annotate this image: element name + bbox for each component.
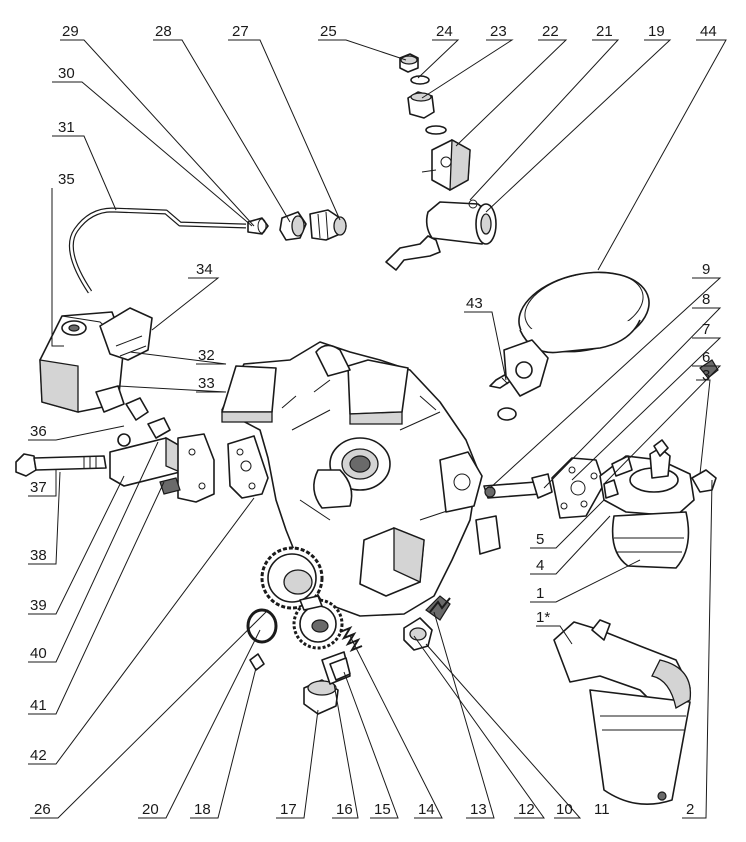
callout-9: 9 [702, 261, 710, 278]
callout-15: 15 [374, 801, 391, 818]
part-18-pin [249, 653, 265, 671]
callout-19: 19 [648, 23, 665, 40]
callout-35: 35 [58, 171, 75, 188]
callout-33: 33 [198, 375, 215, 392]
callout-7: 7 [702, 321, 710, 338]
callout-27: 27 [232, 23, 249, 40]
callout-43: 43 [466, 295, 483, 312]
part-42-gasket-plate [159, 433, 215, 503]
callout-40: 40 [30, 645, 47, 662]
part-19-solenoid [385, 199, 497, 271]
part-gear-small [292, 595, 344, 650]
callout-3: 3 [702, 367, 710, 384]
callout-26: 26 [34, 801, 51, 818]
callout-42: 42 [30, 747, 47, 764]
callout-36: 36 [30, 423, 47, 440]
part-20-snap-ring [246, 608, 278, 644]
part-26-gear-large [260, 546, 324, 610]
callout-22: 22 [542, 23, 559, 40]
callout-13: 13 [470, 801, 487, 818]
callout-30: 30 [58, 65, 75, 82]
main-housing [221, 341, 501, 617]
callout-1: 1 [536, 585, 544, 602]
callout-28: 28 [155, 23, 172, 40]
callout-25: 25 [320, 23, 337, 40]
callout-21: 21 [596, 23, 613, 40]
part-37-long-bolt [15, 453, 107, 477]
part-1-star-pump-alt [553, 619, 692, 806]
part-29-nut [247, 217, 269, 235]
callout-24: 24 [436, 23, 453, 40]
part-35-valve-assembly [39, 307, 153, 413]
callout-32: 32 [198, 347, 215, 364]
part-23-sleeve-nut [407, 91, 435, 119]
callout-34: 34 [196, 261, 213, 278]
callout-23: 23 [490, 23, 507, 40]
callout-6: 6 [702, 349, 710, 366]
leader-lines [28, 39, 727, 819]
callout-39: 39 [30, 597, 47, 614]
part-39-tee-block [109, 397, 181, 487]
callout-16: 16 [336, 801, 353, 818]
part-24-washer [410, 75, 430, 85]
callout-8: 8 [702, 291, 710, 308]
part-25-plug [399, 53, 419, 73]
part-9-shaft [483, 473, 553, 499]
part-27-fitting [309, 209, 347, 241]
o-ring-small [425, 125, 447, 135]
callout-41: 41 [30, 697, 47, 714]
callout-4: 4 [536, 557, 544, 574]
callout-37: 37 [30, 479, 47, 496]
part-44-cover [503, 271, 650, 397]
callout-14: 14 [418, 801, 435, 818]
callout-1-star: 1* [536, 609, 550, 626]
callout-44: 44 [700, 23, 717, 40]
part-7-gasket [551, 457, 605, 519]
part-1-pump [599, 439, 717, 569]
callout-17: 17 [280, 801, 297, 818]
callout-5: 5 [536, 531, 544, 548]
callout-12: 12 [518, 801, 535, 818]
callout-labels: 29 28 27 25 24 23 22 21 19 44 30 31 35 3… [30, 23, 717, 818]
callout-38: 38 [30, 547, 47, 564]
washer-43 [497, 407, 517, 421]
part-22-valve-body [421, 138, 471, 192]
callout-18: 18 [194, 801, 211, 818]
part-12-nozzle [403, 617, 433, 651]
callout-29: 29 [62, 23, 79, 40]
part-42-gasket [227, 435, 269, 499]
callout-31: 31 [58, 119, 75, 136]
callout-20: 20 [142, 801, 159, 818]
callout-2: 2 [686, 801, 694, 818]
part-13-plunger [425, 595, 451, 621]
part-31-tube [68, 207, 247, 294]
callout-11: 11 [594, 801, 610, 818]
part-6-cap [699, 359, 719, 379]
part-28-union-nut [279, 211, 307, 241]
callout-10: 10 [556, 801, 573, 818]
